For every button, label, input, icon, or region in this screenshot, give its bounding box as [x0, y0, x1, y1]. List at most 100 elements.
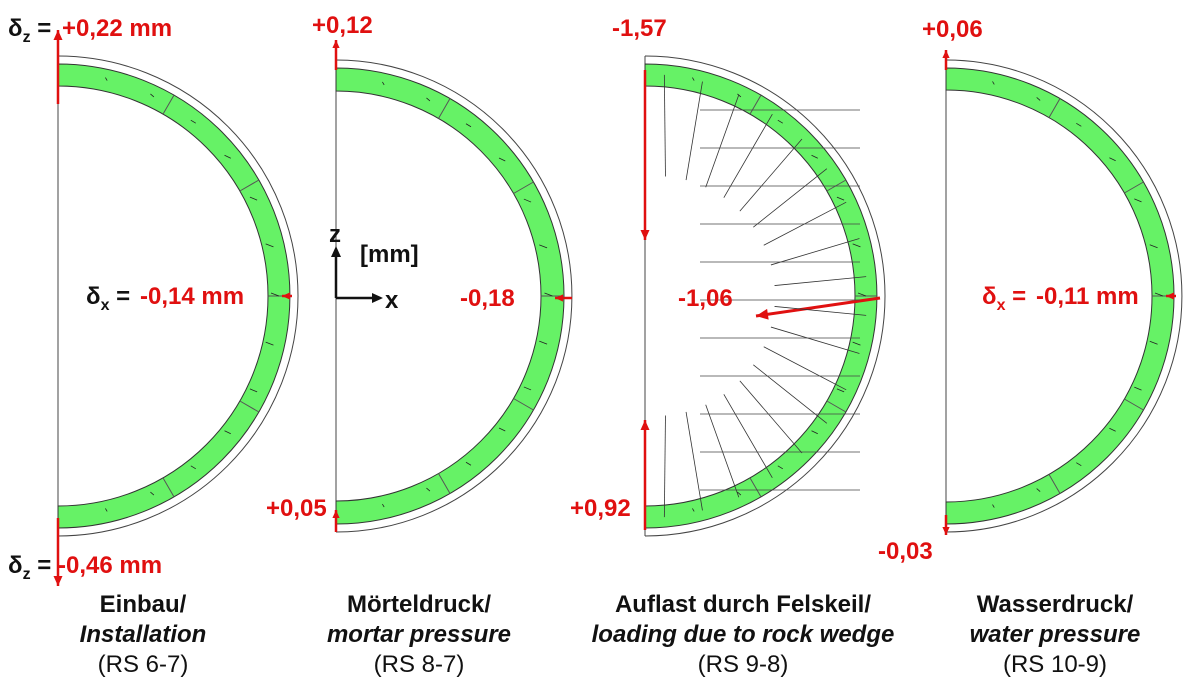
node-vector — [498, 157, 506, 162]
bottom-value: +0,92 — [570, 495, 631, 522]
node-vector — [539, 244, 548, 249]
node-vector — [265, 341, 274, 346]
top-arrow-head — [640, 230, 650, 240]
caption-rs-mortar: (RS 8-7) — [374, 651, 465, 678]
node-vector — [1036, 97, 1041, 101]
node-vector — [426, 97, 431, 102]
segment-joint — [1124, 398, 1144, 411]
segment-joint — [239, 179, 260, 192]
lining-panel-2 — [335, 59, 573, 533]
dx-label: δx = — [982, 283, 1026, 314]
bottom-arrow-head — [942, 527, 950, 535]
caption-de-rock-wedge: Auflast durch Felskeil/ — [615, 591, 871, 618]
dx-value: -0,14 mm — [140, 283, 244, 310]
rock-wedge-load-vectors — [663, 74, 867, 518]
segment-joint — [1124, 181, 1144, 194]
dz-top-value: +0,22 mm — [62, 15, 172, 42]
segment-joint — [162, 94, 175, 115]
caption-en-mortar: mortar pressure — [327, 621, 511, 648]
segment-joint — [513, 181, 534, 194]
deformed-outline — [945, 59, 1183, 533]
caption-de-water: Wasserdruck/ — [977, 591, 1134, 618]
node-vector — [836, 388, 845, 393]
load-vector — [723, 394, 773, 479]
segment-joint — [438, 98, 451, 119]
top-arrow-head — [332, 40, 340, 48]
node-vector — [224, 430, 231, 435]
bottom-arrow-head — [332, 510, 340, 518]
top-value: +0,12 — [312, 12, 373, 39]
node-vector — [1036, 488, 1041, 492]
dx-arrow-head — [282, 292, 290, 300]
panel-installation-labels: δz = +0,22 mm δx = -0,14 mm δz = -0,46 m… — [8, 15, 244, 583]
node-vector — [992, 81, 995, 85]
x-axis-arrowhead — [372, 293, 383, 303]
dz-bottom-arrow-head — [53, 576, 63, 586]
dz-top-arrow-head — [53, 30, 63, 40]
segment-joint — [1048, 474, 1061, 494]
node-vector — [1134, 386, 1142, 391]
node-vector — [265, 243, 274, 248]
node-vector — [465, 461, 472, 466]
load-vector — [723, 113, 773, 198]
caption-rs-installation: (RS 6-7) — [98, 651, 189, 678]
load-vector — [685, 411, 703, 511]
dx-value: -0,11 mm — [1036, 283, 1139, 310]
caption-rs-water: (RS 10-9) — [1003, 651, 1107, 678]
caption-rs-rock-wedge: (RS 9-8) — [698, 651, 789, 678]
node-vector — [105, 77, 108, 81]
mid-arrow-head — [555, 294, 563, 302]
mid-arrow-head — [756, 308, 769, 320]
load-vector — [739, 138, 803, 212]
mid-value: -0,18 — [460, 285, 515, 312]
mid-arrow — [755, 296, 881, 318]
node-vector — [224, 154, 231, 159]
node-vector — [852, 341, 861, 346]
load-vector — [774, 276, 867, 286]
top-arrow-head — [942, 50, 950, 58]
dx-label: δx = — [86, 283, 130, 314]
node-vector — [737, 93, 742, 98]
node-vector — [249, 388, 258, 393]
deformed-outline — [57, 55, 299, 537]
top-value: -1,57 — [612, 15, 667, 42]
load-vector — [770, 238, 860, 266]
segment-joint — [1048, 98, 1061, 118]
lining-ring — [335, 67, 565, 525]
node-vector — [270, 292, 280, 297]
panel-water-labels: +0,06 δx = -0,11 mm -0,03 — [878, 16, 1139, 565]
node-vector — [523, 386, 532, 391]
node-vector — [105, 508, 108, 512]
node-vector — [190, 119, 196, 124]
load-vector — [685, 81, 703, 181]
node-vector — [190, 465, 196, 470]
node-vector — [852, 243, 861, 248]
panel-mortar-labels: +0,12 -0,18 +0,05 — [266, 12, 515, 522]
node-vector — [836, 196, 845, 201]
caption-en-rock-wedge: loading due to rock wedge — [592, 621, 895, 648]
caption-de-mortar: Mörteldruck/ — [347, 591, 491, 618]
arc-layer — [53, 30, 1183, 586]
node-vector — [1109, 427, 1116, 432]
load-vector — [705, 404, 740, 498]
node-vector — [544, 292, 553, 297]
load-vector — [753, 364, 828, 424]
x-axis-label: x — [385, 287, 399, 314]
segment-joint — [826, 179, 847, 192]
mid-arrow-head — [1166, 292, 1174, 300]
node-vector — [465, 123, 472, 128]
z-axis-arrowhead — [331, 246, 341, 257]
node-vector — [150, 491, 155, 496]
node-vector — [777, 119, 783, 124]
segment-joint — [826, 400, 847, 413]
node-vector — [382, 81, 385, 86]
bottom-arrow-head — [640, 420, 650, 430]
load-vector — [739, 380, 803, 454]
segment-joint — [513, 398, 534, 411]
node-vector — [498, 427, 506, 432]
unit-label: [mm] — [360, 241, 419, 268]
node-vector — [1154, 292, 1164, 297]
load-vector — [774, 306, 867, 316]
node-vector — [1076, 122, 1082, 127]
